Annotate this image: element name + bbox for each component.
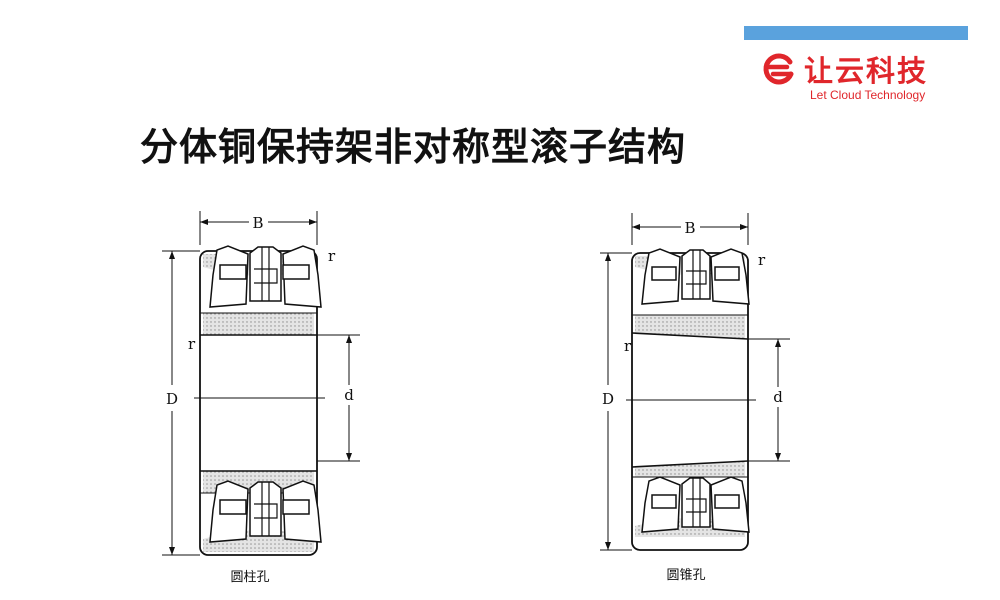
brand-name-en: Let Cloud Technology (810, 88, 926, 102)
bearing-diagram-cylindrical-bore: B D d r r (150, 205, 380, 595)
caption-tapered-bore: 圆锥孔 (666, 568, 705, 583)
brand-accent-bar (744, 26, 968, 40)
label-radius-r-top: r (758, 251, 766, 269)
bearing-diagram-tapered-bore: B D d r r 圆锥孔 (590, 205, 820, 595)
label-radius-r-side: r (188, 335, 196, 353)
brand-header: 让云科技 Let Cloud Technology (760, 44, 980, 106)
label-radius-r-top: r (328, 247, 336, 265)
label-width-b: B (252, 214, 263, 232)
brand-name: 让云科技 (804, 54, 929, 88)
caption-cylindrical-bore: 圆柱孔 (230, 570, 269, 585)
label-outer-diameter-d: D (166, 390, 178, 408)
label-bore-diameter-d: d (344, 386, 354, 404)
label-bore-diameter-d: d (773, 388, 783, 406)
label-width-b: B (684, 219, 695, 237)
label-radius-r-side: r (624, 337, 632, 355)
page-title: 分体铜保持架非对称型滚子结构 (140, 125, 687, 169)
label-outer-diameter-d: D (602, 390, 614, 408)
let-cloud-logo-icon (763, 53, 794, 85)
